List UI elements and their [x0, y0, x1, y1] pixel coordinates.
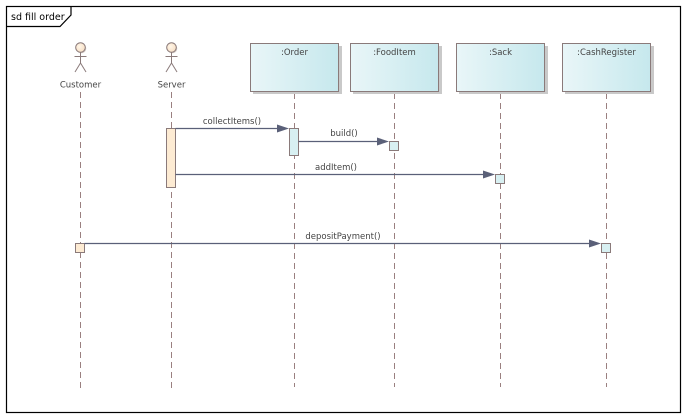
object-order[interactable]: :Order	[250, 43, 343, 95]
arrowhead-icon	[277, 124, 289, 133]
message-additem[interactable]: addItem()	[175, 163, 496, 179]
participant-label: Customer	[60, 81, 102, 91]
frame-label-tab	[6, 6, 72, 28]
object-box	[562, 43, 651, 92]
actor-server[interactable]: Server	[158, 42, 186, 91]
object-cashregister[interactable]: :CashRegister	[562, 43, 655, 95]
arrowhead-icon	[589, 239, 601, 248]
participant-label: :Sack	[489, 48, 512, 58]
object-box	[250, 43, 339, 92]
message-collectitems[interactable]: collectItems()	[175, 117, 290, 133]
object-sack[interactable]: :Sack	[456, 43, 549, 95]
activation-cashregister	[601, 243, 611, 253]
message-label: depositPayment()	[305, 232, 380, 242]
participant-label: :FoodItem	[373, 48, 416, 58]
participant-label: Server	[158, 81, 186, 91]
activation-server	[166, 128, 176, 188]
activation-customer	[75, 243, 85, 253]
object-box	[456, 43, 545, 92]
arrowhead-icon	[377, 137, 389, 146]
actor-icon	[74, 42, 87, 73]
activation-order	[289, 128, 299, 156]
frame-label: sd fill order	[11, 12, 65, 23]
participant-label: :Order	[281, 48, 309, 58]
message-label: build()	[330, 129, 358, 139]
activation-sack	[495, 174, 505, 184]
object-fooditem[interactable]: :FoodItem	[350, 43, 443, 95]
message-depositpayment[interactable]: depositPayment()	[84, 232, 602, 248]
diagram-frame	[5, 5, 682, 414]
arrowhead-icon	[483, 170, 495, 179]
message-label: addItem()	[315, 163, 357, 173]
message-label: collectItems()	[203, 117, 261, 127]
message-build[interactable]: build()	[298, 129, 390, 146]
participant-label: :CashRegister	[577, 48, 636, 58]
actor-customer[interactable]: Customer	[60, 42, 102, 91]
object-box	[350, 43, 439, 92]
activation-fooditem	[389, 141, 399, 151]
actor-icon	[165, 42, 178, 73]
